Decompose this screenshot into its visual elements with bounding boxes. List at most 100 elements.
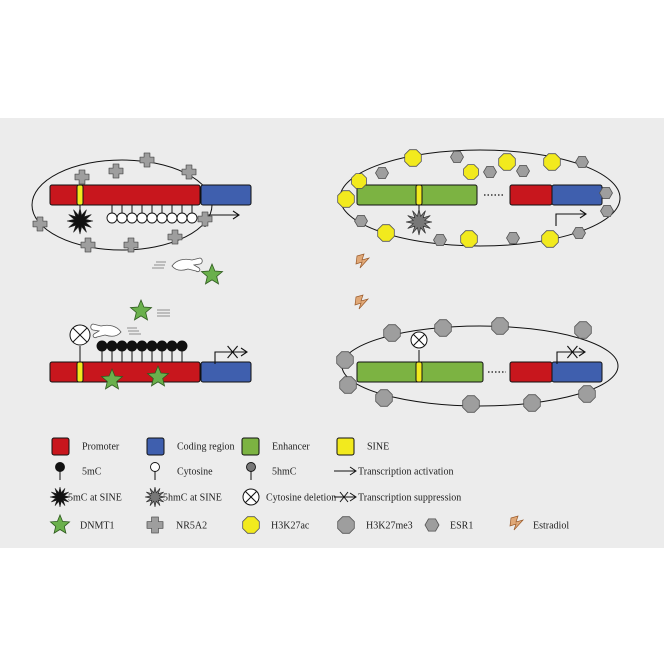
cytosine-lollipop-a — [136, 212, 148, 224]
nr5a2-cross-a — [181, 164, 197, 180]
enhancer-legend-swatch — [241, 437, 260, 456]
esr1-hexagon-b — [599, 186, 613, 200]
transcription-suppression-legend-label: Transcription suppression — [358, 493, 461, 504]
suppression-arrow-c-head — [240, 347, 248, 357]
dnmt1-star-c-top — [129, 298, 153, 321]
esr1-hexagon-b — [450, 150, 464, 164]
suppression-arrow-d — [556, 345, 586, 364]
nr5a2-legend-icon — [146, 516, 164, 534]
sine-box-d — [415, 361, 423, 383]
esr1-hexagon-b — [375, 166, 389, 180]
estradiol-bolt-b — [355, 253, 371, 269]
nr5a2-cross-a — [123, 237, 139, 253]
h3k27me3-octagon-d — [383, 324, 401, 342]
promoter-legend-label: Promoter — [82, 442, 120, 453]
promoter-box-a — [49, 184, 201, 206]
h3k27me3-octagon-d — [578, 385, 596, 403]
h3k27ac-octagon-b — [541, 230, 559, 248]
sine-box-b — [415, 184, 423, 206]
cytosine-lollipop-a — [146, 212, 158, 224]
5mc-lollipop-c — [176, 340, 188, 352]
nr5a2-cross-a — [32, 216, 48, 232]
h3k27ac-octagon-b — [377, 224, 395, 242]
suppression-arrow-c-line — [214, 351, 247, 364]
transcription-activation-legend-label: Transcription activation — [358, 467, 453, 478]
coding-region-box-b — [551, 184, 603, 206]
h3k27ac-octagon-b — [498, 153, 516, 171]
estradiol-legend-icon — [509, 515, 525, 531]
cytosine-lollipop-a — [166, 212, 178, 224]
5mc-lollipop-c — [96, 340, 108, 352]
cytosine-lollipop-a — [186, 212, 198, 224]
h3k27me3-legend-icon — [337, 516, 355, 534]
5mc-lollipop-c — [166, 340, 178, 352]
esr1-hexagon-b — [516, 164, 530, 178]
5mc-at-sine-legend-label: 5mC at SINE — [68, 493, 122, 504]
h3k27me3-octagon-d — [375, 389, 393, 407]
cytosine-legend-label: Cytosine — [177, 467, 213, 478]
5hmc-at-sine-legend-label: 5hmC at SINE — [163, 493, 222, 504]
dnmt1-star-c — [146, 364, 170, 387]
promoter-box-b — [509, 184, 553, 206]
h3k27ac-octagon-b — [543, 153, 561, 171]
coding-region-legend-swatch — [146, 437, 165, 456]
cytosine-lollipop-a — [106, 212, 118, 224]
cytosine-legend-icon — [150, 462, 160, 472]
cytosine-lollipop-a — [156, 212, 168, 224]
hand-releasing-dnmt1-outline — [171, 257, 203, 273]
h3k27ac-octagon-b — [404, 149, 422, 167]
sine-box-a — [76, 184, 84, 206]
dnmt1-legend-label: DNMT1 — [80, 521, 114, 532]
h3k27me3-legend-label: H3K27me3 — [366, 521, 413, 532]
esr1-hexagon-b — [506, 231, 520, 245]
estradiol-bolt-d — [354, 294, 370, 310]
h3k27me3-octagon-d — [339, 376, 357, 394]
h3k27me3-octagon-d — [434, 319, 452, 337]
suppression-arrow-c-x2 — [227, 345, 239, 359]
activation-arrow-a-head — [232, 210, 240, 220]
dnmt1-star-a — [200, 262, 224, 285]
nr5a2-legend-label: NR5A2 — [176, 521, 207, 532]
esr1-legend-icon — [424, 518, 440, 532]
hand-releasing-dnmt1 — [152, 257, 203, 273]
5hmc-at-sine-legend-icon — [144, 486, 166, 508]
5hmc-legend-icon — [246, 462, 256, 472]
suppression-arrow-d-line — [556, 351, 585, 364]
5mc-lollipop-c — [146, 340, 158, 352]
esr1-hexagon-b — [572, 226, 586, 240]
activation-arrow-b-line — [555, 213, 586, 226]
5hmc-at-sine-burst-b — [405, 208, 433, 236]
5mc-lollipop-c — [106, 340, 118, 352]
h3k27me3-octagon-d — [491, 317, 509, 335]
esr1-hexagon-b — [354, 214, 368, 228]
cytosine-lollipop-a — [176, 212, 188, 224]
suppression-arrow-d-head — [578, 347, 586, 357]
estradiol-legend-label: Estradiol — [533, 521, 569, 532]
cytosine-deletion-legend-icon-x2 — [245, 491, 257, 503]
5mc-at-sine-legend-icon — [49, 486, 71, 508]
nr5a2-cross-a — [108, 163, 124, 179]
cytosine-lollipop-a — [126, 212, 138, 224]
nr5a2-cross-a — [139, 152, 155, 168]
nr5a2-cross-a — [74, 169, 90, 185]
coding-region-legend-label: Coding region — [177, 442, 235, 453]
dnmt1-star-c — [100, 367, 124, 390]
esr1-legend-label: ESR1 — [450, 521, 473, 532]
cytosine-deletion-legend-label: Cytosine deletion — [266, 493, 336, 504]
sine-legend-swatch — [336, 437, 355, 456]
h3k27me3-octagon-d — [336, 351, 354, 369]
h3k27me3-octagon-d — [462, 395, 480, 413]
sine-box-c — [76, 361, 84, 383]
5mc-lollipop-c — [156, 340, 168, 352]
5mc-legend-icon — [55, 462, 65, 472]
5mc-lollipop-c — [136, 340, 148, 352]
esr1-hexagon-b — [433, 233, 447, 247]
h3k27me3-octagon-d — [574, 321, 592, 339]
nr5a2-cross-a — [167, 229, 183, 245]
cytosine-deletion-circle-c-x2 — [72, 327, 88, 343]
enhancer-legend-label: Enhancer — [272, 442, 310, 453]
esr1-hexagon-b — [600, 204, 614, 218]
cytosine-deletion-circle-d-x2 — [413, 334, 425, 346]
